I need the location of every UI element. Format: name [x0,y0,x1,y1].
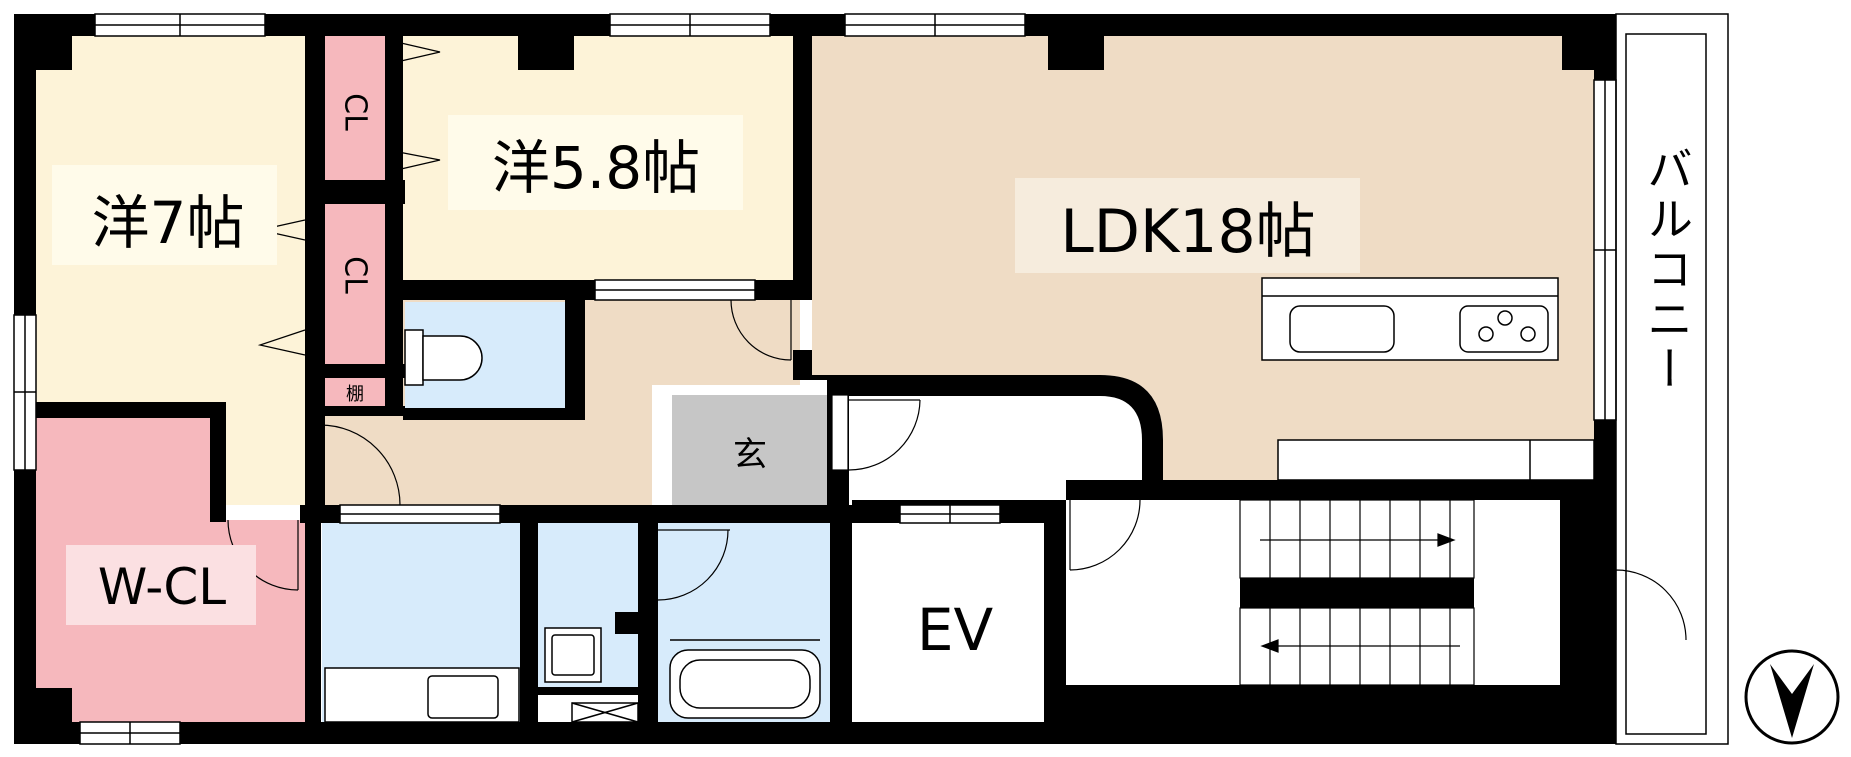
label-ldk: LDK18帖 [1060,197,1315,267]
door-entrance [848,399,921,471]
doors [227,39,1687,641]
common-corridor [850,395,1142,500]
stair-arrow-down [1260,639,1279,653]
label-closet-2: CL [338,256,373,294]
door-w7 [319,424,401,506]
western-7-room [34,36,305,505]
door-stair [1069,499,1141,571]
door-ldk [730,299,792,361]
label-shelf: 棚 [346,384,364,405]
kitchen-sink [1289,305,1395,353]
ldk-storage [1277,439,1595,481]
balcony [1615,13,1729,745]
stair-arrow-up [1437,533,1456,547]
label-walk-in-closet: W-CL [98,558,226,616]
north-compass-icon [1744,649,1840,745]
label-western-5-8: 洋5.8帖 [492,134,700,202]
label-western-7: 洋7帖 [92,189,245,257]
shelf-fill [325,378,385,406]
staircase [1239,499,1475,686]
label-closet-1: CL [338,93,373,131]
entrance-fill [672,395,827,505]
toilet-bowl [422,335,483,381]
fixtures [324,277,1595,723]
label-elevator: EV [917,596,994,664]
windows [13,13,1617,745]
label-entrance: 玄 [733,435,767,475]
label-balcony: バルコニー [1640,145,1694,395]
door-bath [657,529,730,601]
closet-2-fill [325,204,385,364]
closet-1-fill [325,36,385,180]
label-backgrounds [52,115,1360,673]
